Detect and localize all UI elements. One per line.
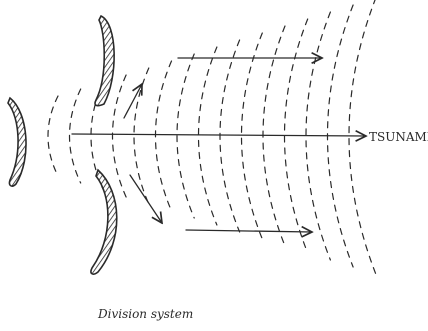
left-barrier — [8, 98, 26, 186]
wave-front-line — [242, 33, 263, 239]
wave-front-line — [70, 89, 81, 183]
caption-label: Division system — [97, 307, 193, 321]
wave-front-line — [156, 61, 172, 211]
wave-front-line — [199, 47, 217, 225]
wave-front-line — [220, 40, 240, 232]
lower-barrier — [91, 170, 117, 274]
lower-deflect-arrow — [186, 230, 312, 232]
wave-front-line — [113, 75, 127, 197]
tsunami-label: TSUNAMI — [369, 130, 428, 144]
upper-barrier — [95, 16, 114, 106]
wave-fronts — [48, 0, 376, 274]
wave-front-line — [177, 54, 194, 218]
main-wave-arrow — [72, 134, 366, 136]
lower-diagonal-arrow — [130, 175, 162, 223]
wave-front-line — [48, 96, 58, 176]
upper-diagonal-arrow — [124, 84, 142, 118]
